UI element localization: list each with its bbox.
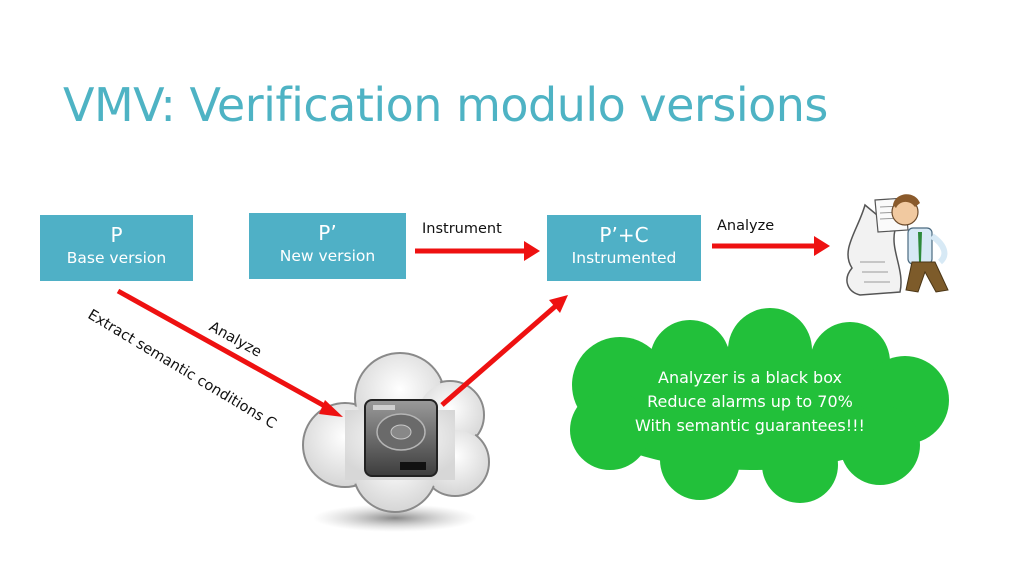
slide-title: VMV: Verification modulo versions [63, 78, 828, 132]
box-subtitle: Instrumented [571, 249, 677, 267]
arrow-instrument [415, 241, 540, 261]
label-analyze-right: Analyze [717, 218, 775, 234]
callout-text: Analyzer is a black box Reduce alarms up… [560, 366, 940, 438]
callout-line: With semantic guarantees!!! [635, 416, 865, 435]
box-title: P [110, 223, 123, 247]
box-new-version: P’ New version [249, 213, 406, 279]
label-instrument: Instrument [422, 221, 502, 237]
box-base-version: P Base version [40, 215, 193, 281]
box-subtitle: New version [279, 247, 376, 265]
callout-cloud [570, 308, 949, 503]
callout-line: Analyzer is a black box [658, 368, 842, 387]
box-subtitle: Base version [66, 249, 167, 267]
box-title: P’ [318, 221, 337, 245]
arrow-analyze-right [712, 236, 830, 256]
cloud-drive-icon [302, 352, 490, 532]
box-instrumented: P’+C Instrumented [547, 215, 701, 281]
callout-line: Reduce alarms up to 70% [647, 392, 853, 411]
person-reading-report-icon [846, 194, 949, 296]
arrow-analyze-down [116, 288, 343, 417]
box-title: P’+C [599, 223, 649, 247]
arrow-to-instrumented [440, 295, 568, 407]
